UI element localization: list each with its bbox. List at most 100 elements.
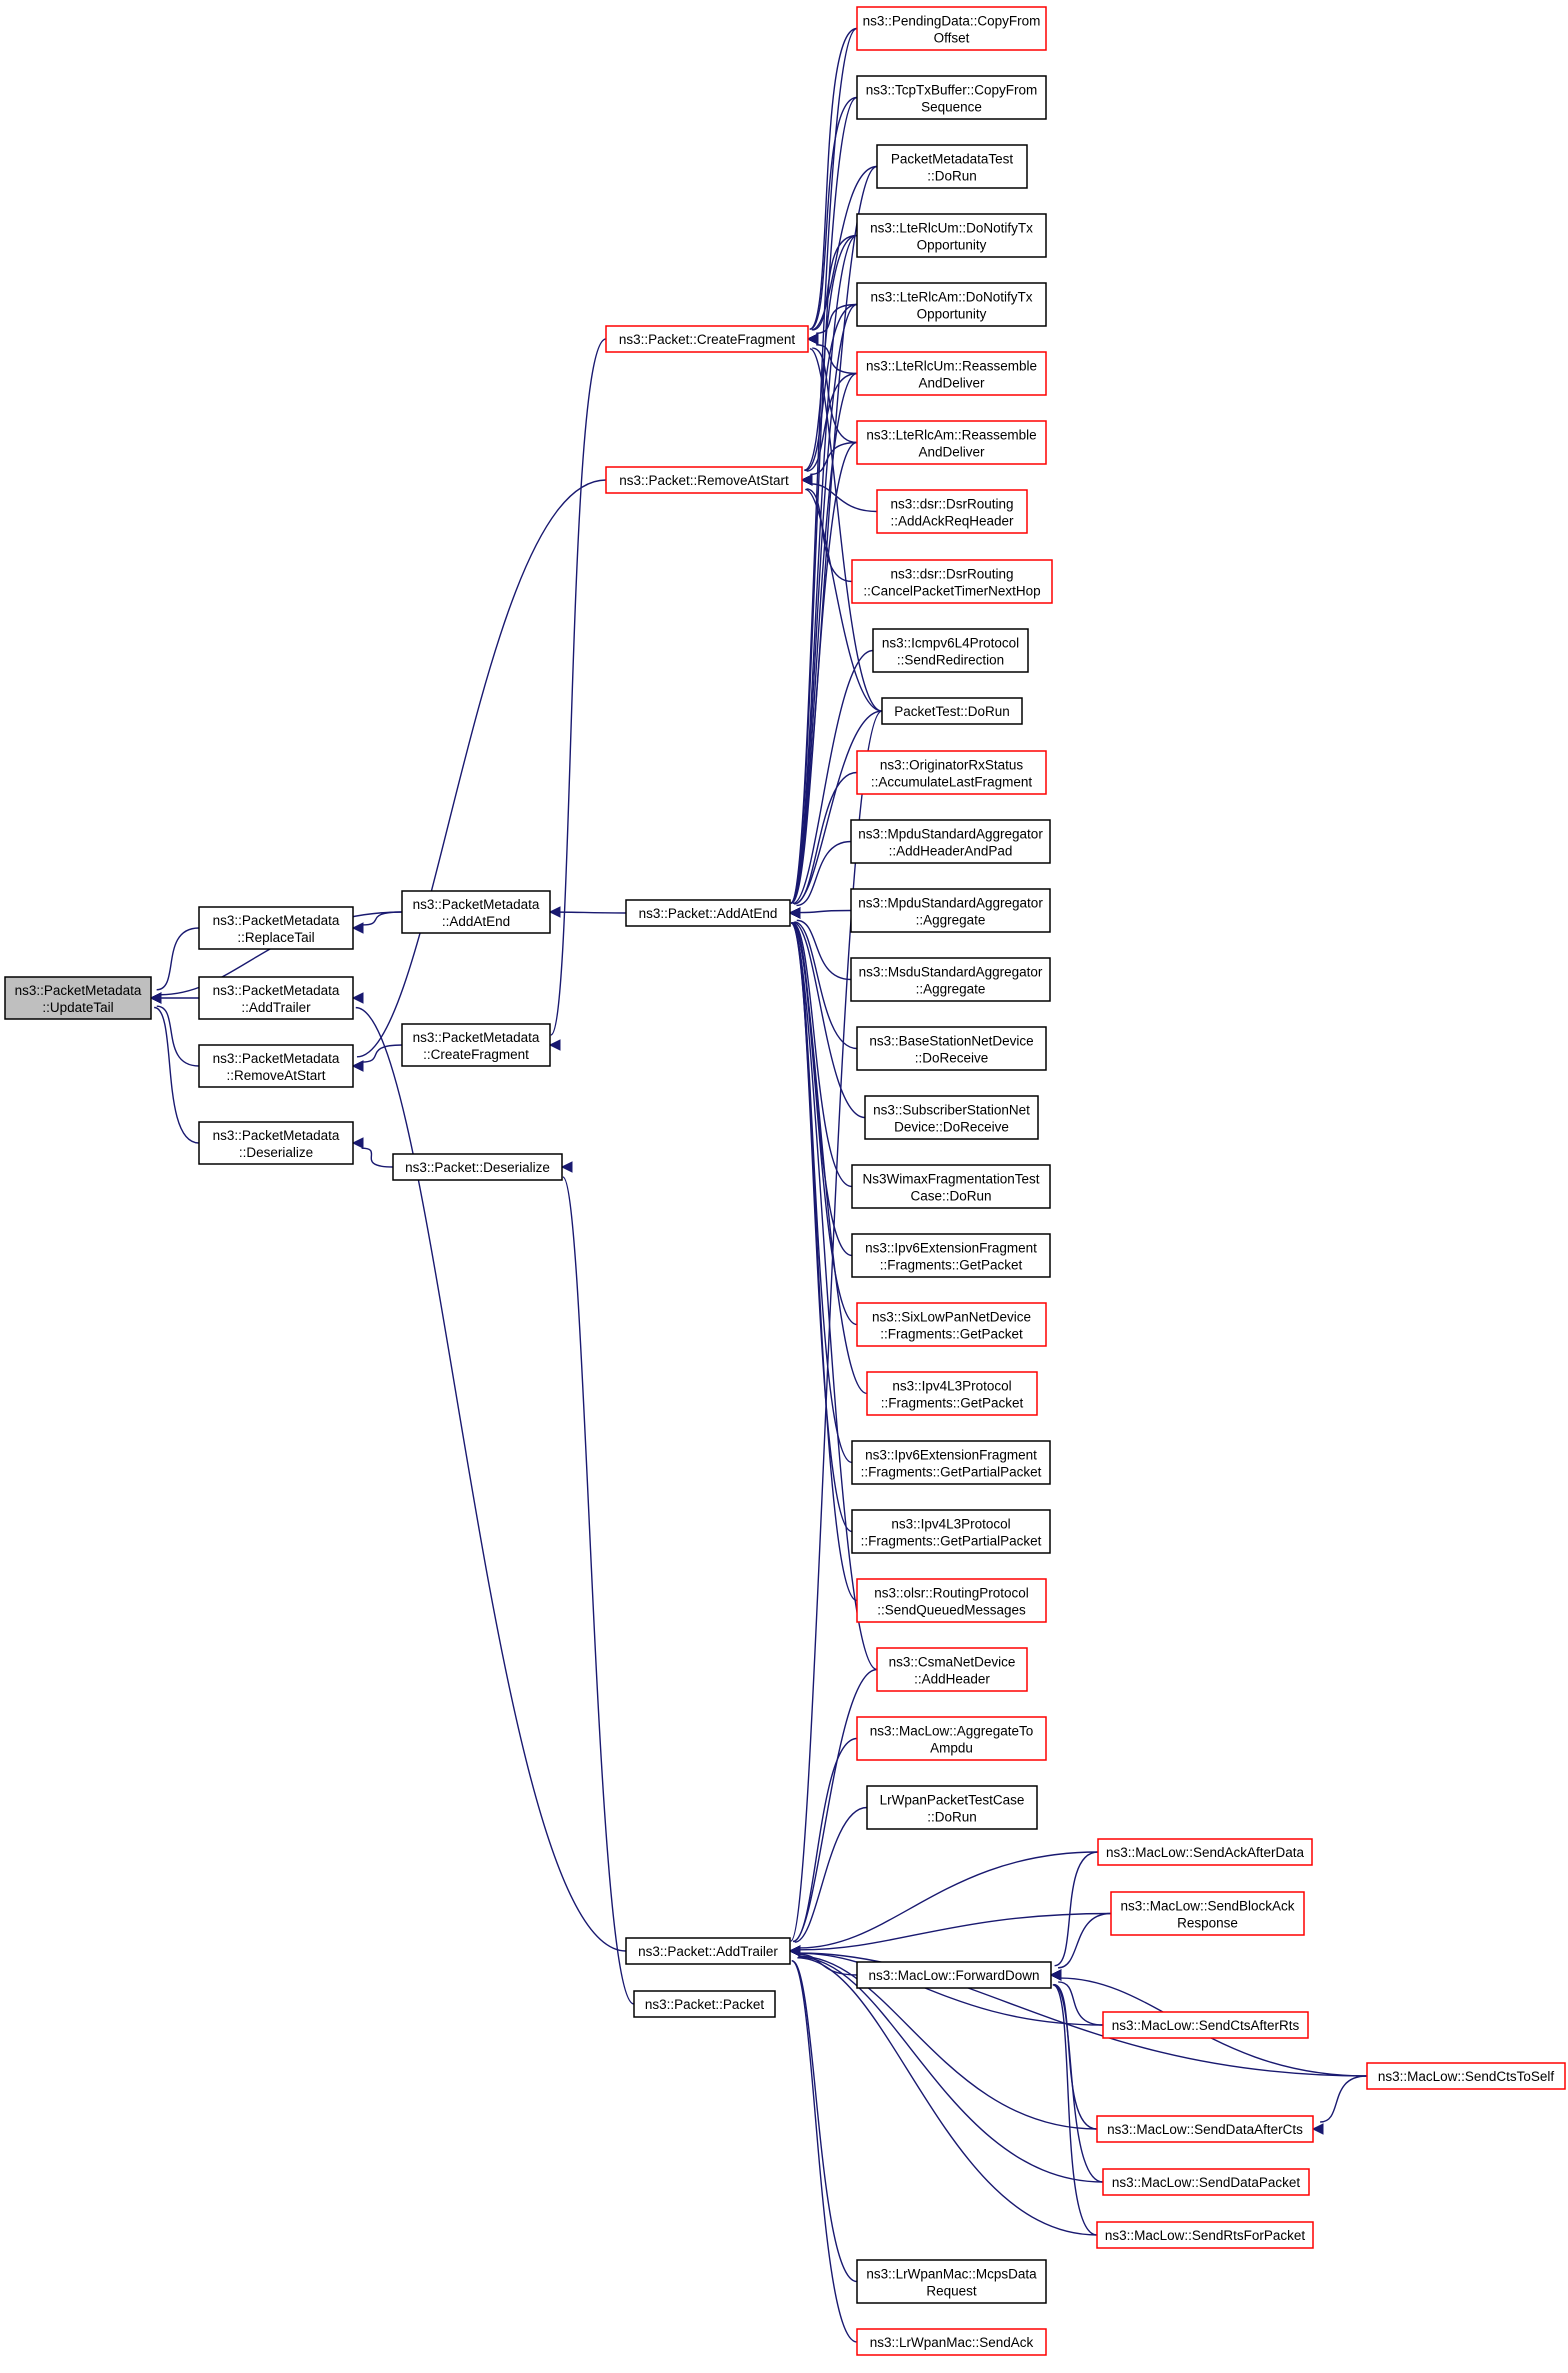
node-addatend-md[interactable]: ns3::PacketMetadata::AddAtEnd (401, 890, 551, 934)
node-packettest[interactable]: PacketTest::DoRun (881, 697, 1023, 725)
node-box (605, 466, 803, 494)
node-removeatstart-md[interactable]: ns3::PacketMetadata::RemoveAtStart (198, 1044, 354, 1088)
node-dsr-cancel[interactable]: ns3::dsr::DsrRouting::CancelPacketTimerN… (851, 559, 1053, 604)
node-box (1102, 2011, 1309, 2039)
node-csma[interactable]: ns3::CsmaNetDevice::AddHeader (876, 1647, 1028, 1692)
node-maclow-sendrtsforpacket[interactable]: ns3::MacLow::SendRtsForPacket (1096, 2221, 1314, 2249)
edge-line (812, 234, 858, 331)
node-label-line: ns3::MpduStandardAggregator (858, 827, 1043, 842)
node-msdu-aggregate[interactable]: ns3::MsduStandardAggregator::Aggregate (850, 957, 1051, 1002)
edge-maclow-sendrtsforpacket-to-packet-addtrailer (788, 1945, 1098, 2236)
node-basestation[interactable]: ns3::BaseStationNetDevice::DoReceive (856, 1026, 1047, 1071)
edge-line (796, 919, 852, 981)
node-packetmetadatatest[interactable]: PacketMetadataTest::DoRun (876, 144, 1028, 189)
node-box (625, 1937, 791, 1965)
node-ipv6ext-get[interactable]: ns3::Ipv6ExtensionFragment::Fragments::G… (851, 1233, 1051, 1278)
node-label-line: Device::DoReceive (894, 1120, 1009, 1135)
edge-line (792, 1737, 858, 1943)
node-lrwpan-sendack[interactable]: ns3::LrWpanMac::SendAck (856, 2328, 1047, 2356)
node-maclow-senddataaftercts[interactable]: ns3::MacLow::SendDataAfterCts (1096, 2115, 1314, 2143)
node-box (1366, 2062, 1566, 2090)
node-ipv6ext-partial[interactable]: ns3::Ipv6ExtensionFragment::Fragments::G… (851, 1440, 1051, 1485)
node-box (392, 1153, 563, 1181)
node-label-line: Ampdu (930, 1741, 973, 1756)
node-label-line: ::AddHeader (914, 1672, 990, 1687)
node-packet-addatend[interactable]: ns3::Packet::AddAtEnd (625, 899, 791, 927)
node-label-line: ns3::MacLow::SendDataAfterCts (1107, 2122, 1303, 2137)
node-maclow-senddatapacket[interactable]: ns3::MacLow::SendDataPacket (1102, 2168, 1310, 2196)
node-maclow-sendctsafterrts[interactable]: ns3::MacLow::SendCtsAfterRts (1102, 2011, 1309, 2039)
node-packet-removeatstart[interactable]: ns3::Packet::RemoveAtStart (605, 466, 803, 494)
node-label-line: ::Fragments::GetPartialPacket (861, 1465, 1042, 1480)
node-sixlowpan[interactable]: ns3::SixLowPanNetDevice::Fragments::GetP… (856, 1302, 1047, 1347)
node-olsr[interactable]: ns3::olsr::RoutingProtocol::SendQueuedMe… (856, 1578, 1047, 1623)
node-label-line: ns3::LteRlcUm::DoNotifyTx (870, 221, 1033, 236)
node-box (881, 697, 1023, 725)
edge-line (1057, 1912, 1112, 1969)
edge-line (792, 649, 874, 905)
node-box (625, 899, 791, 927)
node-box (198, 976, 354, 1020)
node-label-line: ns3::PacketMetadata (213, 983, 340, 998)
node-maclow-sendackafterdata[interactable]: ns3::MacLow::SendAckAfterData (1097, 1838, 1313, 1866)
node-box (851, 1440, 1051, 1485)
edge-line (797, 1957, 1098, 2236)
edge-csma-to-packet-addatend (788, 907, 878, 1671)
node-mpdu-aggregate[interactable]: ns3::MpduStandardAggregator::Aggregate (850, 888, 1051, 933)
edge-arrowhead (548, 1039, 561, 1051)
node-packet-packet[interactable]: ns3::Packet::Packet (633, 1990, 776, 2018)
node-label-line: ns3::OriginatorRxStatus (880, 758, 1024, 773)
node-ipv4l3-get[interactable]: ns3::Ipv4L3Protocol::Fragments::GetPacke… (866, 1371, 1038, 1416)
node-label-line: ::RemoveAtStart (226, 1068, 325, 1083)
node-maclow-sendctstoself[interactable]: ns3::MacLow::SendCtsToSelf (1366, 2062, 1566, 2090)
node-label-line: PacketTest::DoRun (894, 704, 1010, 719)
node-icmpv6[interactable]: ns3::Icmpv6L4Protocol::SendRedirection (872, 628, 1029, 673)
node-createfragment-md[interactable]: ns3::PacketMetadata::CreateFragment (401, 1023, 551, 1067)
edge-maclow-sendackafterdata-to-packet-addtrailer (788, 1851, 1099, 1957)
node-addtrailer-md[interactable]: ns3::PacketMetadata::AddTrailer (198, 976, 354, 1020)
edge-packet-removeatstart-to-removeatstart-md (351, 479, 607, 1072)
node-label-line: ::DoReceive (915, 1051, 989, 1066)
node-packet-addtrailer[interactable]: ns3::Packet::AddTrailer (625, 1937, 791, 1965)
node-label-line: LrWpanPacketTestCase (880, 1793, 1025, 1808)
node-label-line: ns3::PacketMetadata (15, 983, 142, 998)
node-label-line: Request (926, 2284, 977, 2299)
node-box (872, 628, 1029, 673)
node-deserialize-md[interactable]: ns3::PacketMetadata::Deserialize (198, 1121, 354, 1165)
node-originator[interactable]: ns3::OriginatorRxStatus::AccumulateLastF… (856, 750, 1047, 795)
node-label-line: ns3::MacLow::SendCtsToSelf (1378, 2069, 1555, 2084)
node-label-line: ::DoRun (927, 1810, 977, 1825)
node-packet-deserialize[interactable]: ns3::Packet::Deserialize (392, 1153, 563, 1181)
node-mpdu-addheader[interactable]: ns3::MpduStandardAggregator::AddHeaderAn… (850, 819, 1051, 864)
node-label-line: ::Fragments::GetPacket (880, 1327, 1023, 1342)
node-lrwpantest[interactable]: LrWpanPacketTestCase::DoRun (866, 1785, 1038, 1830)
node-maclow-forwarddown[interactable]: ns3::MacLow::ForwardDown (856, 1961, 1052, 1989)
edge-line (793, 921, 866, 1119)
node-dsr-addack[interactable]: ns3::dsr::DsrRouting::AddAckReqHeader (876, 489, 1028, 534)
node-box (850, 888, 1051, 933)
edge-line (355, 1006, 627, 1952)
node-ipv4l3-partial[interactable]: ns3::Ipv4L3Protocol::Fragments::GetParti… (851, 1509, 1051, 1554)
node-label-line: ns3::PacketMetadata (413, 1030, 540, 1045)
node-updatetail[interactable]: ns3::PacketMetadata::UpdateTail (4, 976, 152, 1020)
node-label-line: ns3::Packet::Packet (645, 1997, 765, 2012)
edge-maclow-sendctstoself-to-maclow-senddataaftercts (1311, 2075, 1368, 2135)
node-subscriber[interactable]: ns3::SubscriberStationNetDevice::DoRecei… (864, 1095, 1039, 1140)
node-label-line: ns3::LrWpanMac::SendAck (870, 2335, 1034, 2350)
node-label-line: ::DoRun (927, 169, 977, 184)
node-label-line: ::Aggregate (916, 913, 986, 928)
node-label-line: ::Fragments::GetPacket (881, 1396, 1024, 1411)
node-packet-createfragment[interactable]: ns3::Packet::CreateFragment (605, 325, 809, 353)
node-replacetail[interactable]: ns3::PacketMetadata::ReplaceTail (198, 906, 354, 950)
edge-maclow-senddatapacket-to-maclow-forwarddown (1049, 1969, 1104, 2183)
